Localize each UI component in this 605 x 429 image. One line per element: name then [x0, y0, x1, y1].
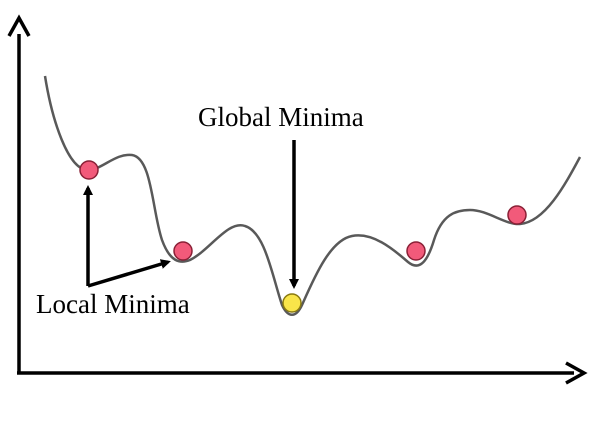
y-axis-arrowhead: [7, 14, 31, 37]
minima-markers: [79, 160, 527, 313]
annotation-arrows: [83, 140, 299, 289]
x-axis-arrowhead: [565, 361, 588, 385]
local-minimum-2: [173, 241, 193, 261]
axes: [7, 14, 588, 385]
local-minimum-1: [79, 160, 99, 180]
local-minimum-4: [507, 205, 527, 225]
local-minima-label: Local Minima: [36, 289, 190, 319]
local-minimum-3: [406, 241, 426, 261]
local-minima-arrow-diagonal: [87, 259, 171, 288]
loss-curve: [43, 75, 582, 316]
global-minimum: [282, 293, 302, 313]
global-minima-label: Global Minima: [198, 102, 364, 132]
